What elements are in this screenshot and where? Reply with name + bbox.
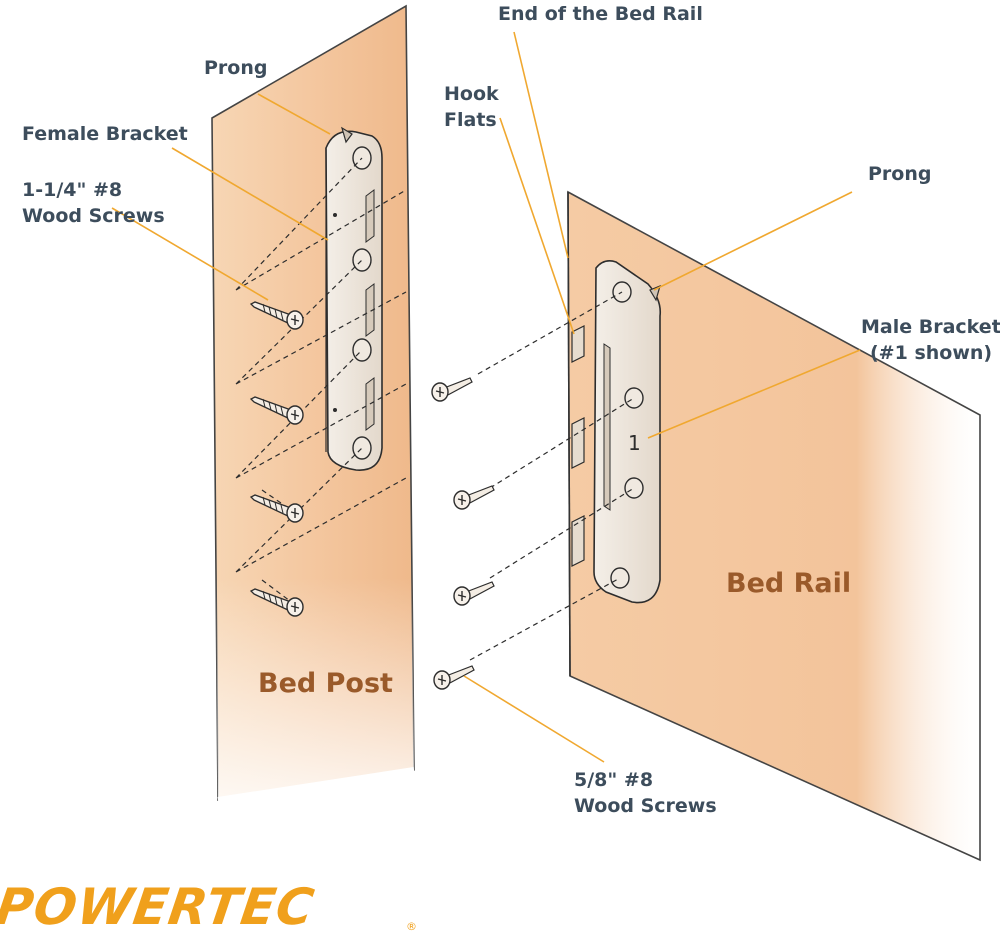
leader-male-bracket — [647, 349, 861, 439]
logo-text: POWERTEC — [0, 877, 318, 936]
female-bracket — [325, 126, 383, 471]
label-long-screws-line2: Wood Screws — [22, 205, 165, 227]
short-wood-screws — [431, 377, 495, 690]
label-long-screws-line1: 1-1/4" #8 — [22, 179, 122, 201]
leader-hook-flats — [499, 117, 575, 335]
label-male-bracket-line2: (#1 shown) — [870, 342, 992, 364]
label-male-bracket-line1: Male Bracket — [861, 316, 1000, 338]
registered-mark: ® — [406, 920, 417, 933]
leader-prong-right — [653, 191, 853, 291]
label-short-screws-line1: 5/8" #8 — [574, 769, 653, 791]
label-prong-right: Prong — [868, 163, 931, 185]
label-hook-flats-line2: Flats — [444, 109, 497, 131]
callout-leader-lines — [111, 31, 861, 763]
label-female-bracket: Female Bracket — [22, 123, 188, 145]
powertec-logo: POWERTEC ® — [0, 877, 417, 936]
bracket-number: 1 — [628, 431, 641, 455]
dashed-guide-lines — [235, 157, 635, 661]
label-bed-rail: Bed Rail — [726, 568, 851, 599]
label-end-of-bed-rail: End of the Bed Rail — [498, 3, 703, 25]
leader-end-of-bed-rail — [513, 31, 569, 259]
leader-long-screws — [111, 207, 269, 301]
male-bracket-prong — [649, 284, 661, 302]
male-bracket: 1 — [571, 260, 662, 604]
label-prong-left: Prong — [204, 57, 267, 79]
leader-prong-left — [257, 93, 331, 135]
label-bed-post: Bed Post — [258, 668, 393, 699]
leader-short-screws — [463, 675, 605, 763]
label-hook-flats-line1: Hook — [444, 83, 499, 105]
leader-female-bracket — [171, 147, 329, 241]
label-short-screws-line2: Wood Screws — [574, 795, 717, 817]
female-bracket-prong — [341, 126, 353, 144]
